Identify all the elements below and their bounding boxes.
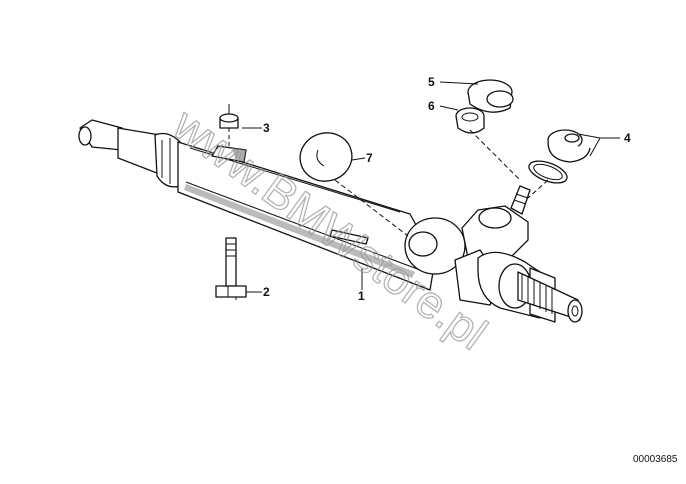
callout-6: 6	[428, 99, 435, 113]
nut-part	[219, 104, 239, 129]
bearing-ring-part	[455, 107, 485, 134]
grommet-part	[528, 129, 591, 184]
callout-4: 4	[624, 131, 631, 145]
dust-cap-part	[467, 79, 514, 113]
callout-7: 7	[366, 151, 373, 165]
washer-part	[299, 132, 353, 182]
callout-2: 2	[263, 285, 270, 299]
leader-lines	[228, 81, 620, 300]
steering-rack-housing	[78, 119, 583, 323]
callout-3: 3	[263, 121, 270, 135]
callout-1: 1	[358, 289, 365, 303]
callout-5: 5	[428, 75, 435, 89]
bolt-part	[215, 237, 247, 298]
document-number: 00003685	[633, 454, 678, 465]
